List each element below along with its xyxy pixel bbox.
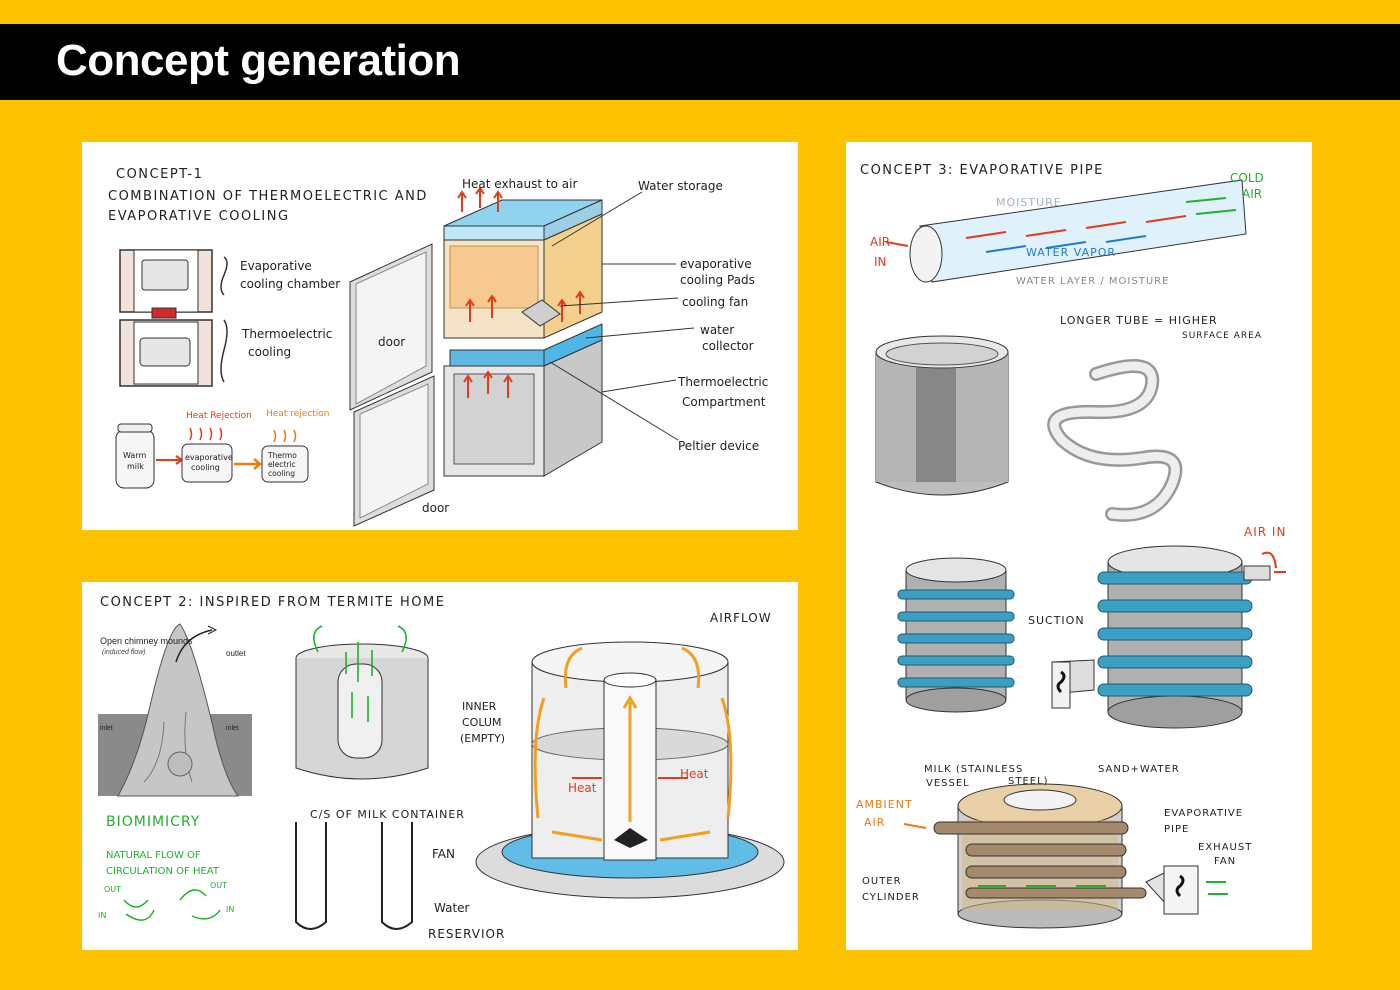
air-in-coil: AIR IN: [1244, 525, 1286, 539]
exhaust-fan-2: FAN: [1214, 856, 1236, 867]
label-door-top: door: [378, 335, 405, 349]
small-coiled-cylinder-sketch: [897, 557, 1015, 713]
outer-cylinder-2: CYLINDER: [862, 892, 920, 903]
label-thermo-cooling-1: Thermoelectric: [241, 327, 332, 341]
label-thermo-cooling-2: cooling: [248, 345, 291, 359]
out-right: OUT: [210, 881, 227, 890]
concept2-sketch: CONCEPT 2: INSPIRED FROM TERMITE HOME Op…: [98, 595, 785, 941]
evap-pipe-1: EVAPORATIVE: [1164, 808, 1243, 819]
termite-mound-illustration: [98, 623, 252, 797]
coil-tube-sketch: [1047, 359, 1183, 522]
outer-cylinder-1: OUTER: [862, 876, 902, 887]
concept3-panel: CONCEPT 3: EVAPORATIVE PIPE COLD AIR AIR…: [846, 142, 1312, 950]
concept1-sketch: CONCEPT-1 COMBINATION OF THERMOELECTRIC …: [108, 167, 768, 527]
inner-column-1: INNER: [462, 700, 497, 713]
label-water-collector-1: water: [700, 323, 734, 337]
natural-flow-2: CIRCULATION OF HEAT: [106, 866, 220, 877]
label-cooling-fan: cooling fan: [682, 295, 748, 309]
chimney-reactor-sketch: [475, 641, 785, 899]
process-flow-sketch: [115, 423, 309, 489]
large-coiled-cylinder-sketch: [1051, 545, 1286, 729]
water-reservoir-1: Water: [434, 901, 470, 915]
label-peltier: Peltier device: [678, 439, 759, 453]
natural-flow-1: NATURAL FLOW OF: [106, 850, 201, 861]
label-thermo-comp-2: Compartment: [682, 395, 766, 409]
label-evap-pads-2: cooling Pads: [680, 273, 755, 287]
concept2-title: CONCEPT 2: INSPIRED FROM TERMITE HOME: [100, 595, 445, 610]
flow-step1-2: milk: [127, 462, 144, 471]
milk-vessel-1: MILK (STAINLESS: [924, 764, 1023, 775]
water-layer-label: WATER LAYER / MOISTURE: [1016, 276, 1169, 287]
cold-air-1: COLD: [1230, 171, 1264, 185]
mound-inlet-right: inlet: [226, 725, 239, 732]
flow-step2-1: evaporative: [185, 453, 233, 462]
heat-left: Heat: [568, 781, 597, 795]
longer-tube-1: LONGER TUBE = HIGHER: [1060, 314, 1218, 327]
mound-inlet-left: inlet: [100, 725, 113, 732]
milk-vessel-2: STEEL): [1008, 776, 1049, 787]
exhaust-fan-1: EXHAUST: [1198, 842, 1252, 853]
cabinet-sketch: [349, 186, 695, 527]
ambient-air-1: AMBIENT: [856, 798, 913, 811]
label-evap-chamber-2: cooling chamber: [240, 277, 340, 291]
fan-label: FAN: [432, 847, 455, 861]
concept1-subtitle-1: COMBINATION OF THERMOELECTRIC AND: [108, 189, 428, 204]
evaporative-pipe-sketch: [885, 179, 1247, 283]
biomimicry-label: BIOMIMICRY: [106, 814, 200, 830]
moisture-label: MOISTURE: [996, 196, 1062, 209]
suction-label: SUCTION: [1028, 614, 1085, 627]
evap-pipe-2: PIPE: [1164, 824, 1189, 835]
sand-water-label: SAND+WATER: [1098, 764, 1180, 775]
heat-right: Heat: [680, 767, 709, 781]
page-title: Concept generation: [56, 36, 461, 85]
label-heat-rejection-1: Heat Rejection: [186, 411, 252, 421]
out-left: OUT: [104, 885, 121, 894]
flow-step1-1: Warm: [123, 451, 146, 460]
header-bar: Concept generation: [0, 24, 1400, 100]
small-unit-sketch: [119, 249, 228, 387]
label-thermo-comp-1: Thermoelectric: [677, 375, 768, 389]
in-left: IN: [98, 911, 106, 920]
mound-outlet: outlet: [226, 649, 246, 658]
concept1-title: CONCEPT-1: [116, 167, 203, 182]
label-water-storage: Water storage: [638, 179, 723, 193]
ambient-air-2: AIR: [864, 816, 885, 829]
cs-milk-container: C/S OF MILK CONTAINER: [310, 808, 465, 821]
milk-container-sketch: [295, 625, 429, 930]
longer-tube-2: SURFACE AREA: [1182, 331, 1262, 341]
label-evap-pads-1: evaporative: [680, 257, 752, 271]
concept3-title: CONCEPT 3: EVAPORATIVE PIPE: [860, 163, 1104, 178]
label-heat-exhaust: Heat exhaust to air: [462, 177, 577, 191]
airflow-label: AIRFLOW: [710, 611, 772, 625]
mound-subtitle: (induced flow): [102, 649, 146, 656]
label-heat-rejection-2: Heat rejection: [266, 409, 329, 419]
flow-step3-2: electric: [268, 460, 296, 469]
final-evaporative-cylinder-sketch: [903, 783, 1228, 929]
label-evap-chamber-1: Evaporative: [240, 259, 312, 273]
concept1-subtitle-2: EVAPORATIVE COOLING: [108, 209, 290, 224]
cold-air-2: AIR: [1242, 187, 1262, 201]
inner-column-3: (EMPTY): [460, 732, 505, 745]
water-reservoir-2: RESERVIOR: [428, 927, 505, 941]
label-door-bottom: door: [422, 501, 449, 515]
label-water-collector-2: collector: [702, 339, 754, 353]
flow-step2-2: cooling: [191, 463, 220, 472]
concept2-panel: CONCEPT 2: INSPIRED FROM TERMITE HOME Op…: [82, 582, 798, 950]
water-vapor-label: WATER VAPOR: [1026, 246, 1116, 259]
milk-vessel-3: VESSEL: [926, 778, 970, 789]
flow-step3-1: Thermo: [267, 451, 297, 460]
in-right: IN: [226, 905, 234, 914]
steel-cylinder-sketch: [875, 335, 1009, 496]
inner-column-2: COLUM: [462, 716, 501, 729]
mound-title: Open chimney mounds: [100, 636, 193, 646]
concept3-sketch: CONCEPT 3: EVAPORATIVE PIPE COLD AIR AIR…: [856, 163, 1286, 929]
concept1-panel: CONCEPT-1 COMBINATION OF THERMOELECTRIC …: [82, 142, 798, 530]
air-in-2: IN: [874, 255, 887, 269]
flow-step3-3: cooling: [268, 469, 295, 478]
air-in-1: AIR: [870, 235, 890, 249]
